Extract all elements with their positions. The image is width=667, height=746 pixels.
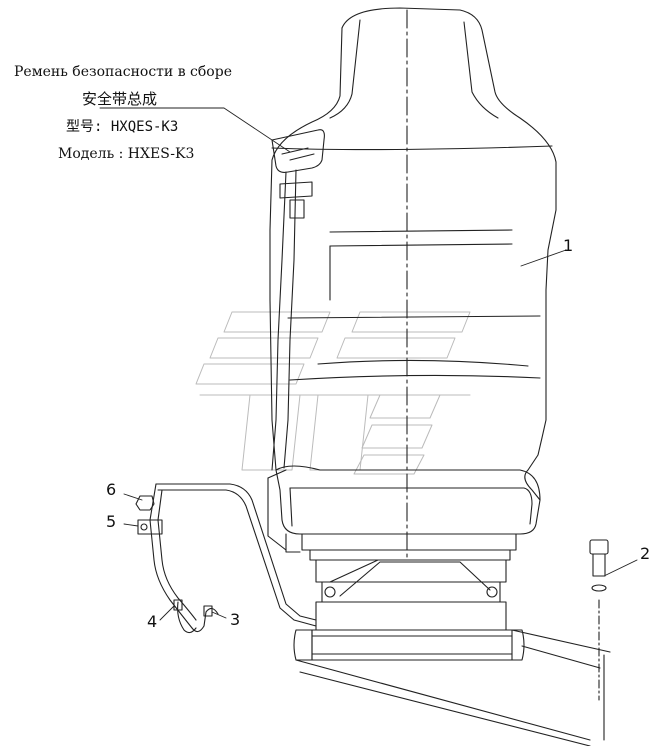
leader-lines bbox=[99, 107, 638, 621]
clamp-part-5 bbox=[137, 519, 163, 535]
clip-part-4 bbox=[173, 599, 183, 611]
callout-title-zh: 安全带总成 bbox=[82, 90, 158, 108]
seat-backrest bbox=[269, 7, 557, 501]
part-number-4: 4 bbox=[147, 612, 158, 631]
seat-belt bbox=[271, 129, 325, 471]
watermark-logo bbox=[195, 311, 471, 475]
callout-model-zh: 型号: HXQES-K3 bbox=[66, 119, 179, 135]
floor-rails bbox=[295, 629, 611, 746]
part-number-2: 2 bbox=[640, 544, 651, 563]
part-number-1: 1 bbox=[563, 236, 574, 255]
callout-model-ru: Модель : HXES-K3 bbox=[58, 146, 195, 162]
bolt-part-2 bbox=[589, 539, 609, 701]
seat-suspension bbox=[293, 533, 525, 661]
part-number-3: 3 bbox=[230, 610, 241, 629]
seat-cushion bbox=[267, 465, 541, 553]
belt-cable bbox=[149, 483, 317, 634]
part-number-6: 6 bbox=[106, 480, 117, 499]
clip-part-3 bbox=[203, 605, 213, 617]
callout-title-ru: Ремень безопасности в сборе bbox=[14, 64, 232, 80]
nut-part-6 bbox=[135, 495, 155, 511]
part-number-5: 5 bbox=[106, 512, 117, 531]
